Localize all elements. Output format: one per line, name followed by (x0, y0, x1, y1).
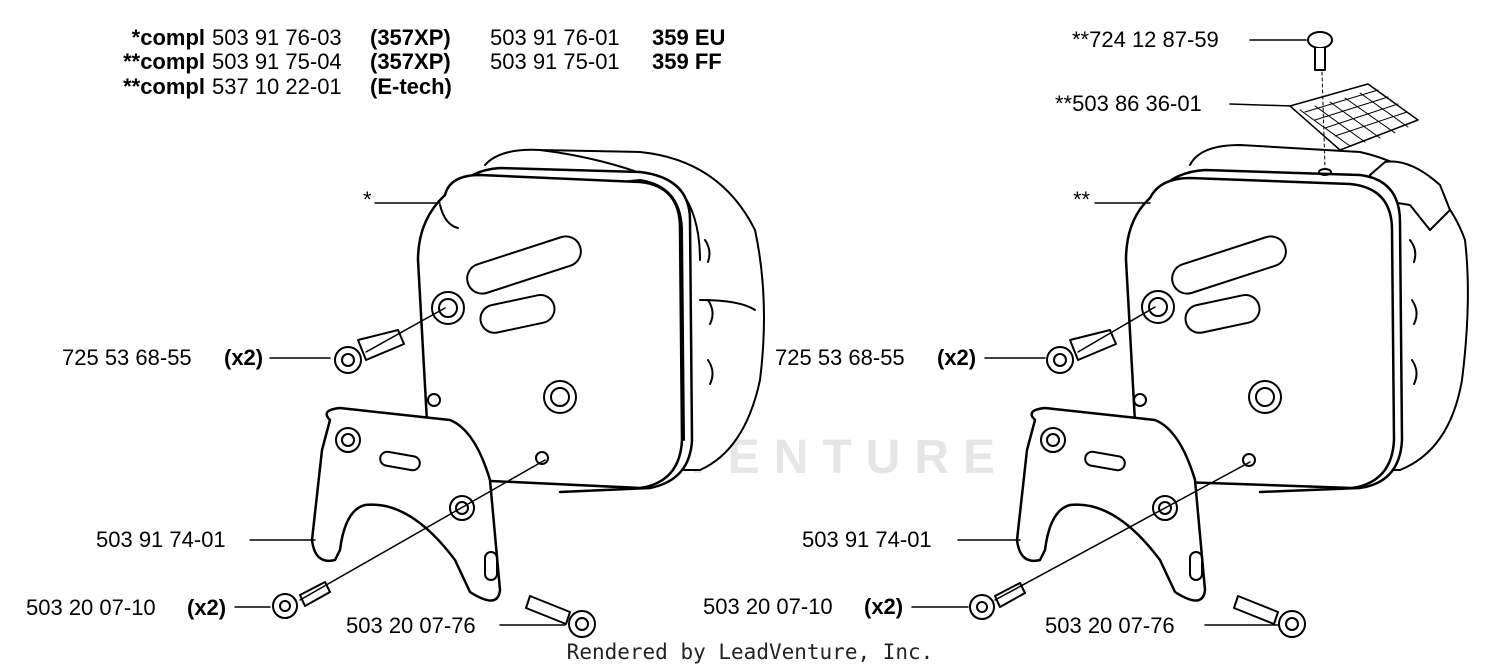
right-screw2-part: 503 20 07-76 (1045, 613, 1175, 638)
right-top-screw-part: **724 12 87-59 (1072, 27, 1219, 52)
left-screw-part: 503 20 07-10 (26, 595, 156, 620)
screw-left-bottom-2 (525, 595, 596, 638)
right-bolt-qty: (x2) (937, 345, 977, 370)
header-row-2-alt-model: 359 FF (652, 49, 722, 74)
left-bracket-part: 503 91 74-01 (96, 527, 226, 552)
right-screen-part: **503 86 36-01 (1055, 91, 1202, 116)
header-row-1-alt-part: 503 91 76-01 (490, 25, 620, 50)
bracket-right (1015, 406, 1207, 602)
header-row-3-part: 537 10 22-01 (212, 74, 342, 99)
header-row-2-alt-part: 503 91 75-01 (490, 49, 620, 74)
header-row-2-tag: **compl (123, 49, 205, 74)
left-screw-qty: (x2) (187, 595, 227, 620)
header-row-1-part: 503 91 76-03 (212, 25, 342, 50)
header-row-2-model: (357XP) (370, 49, 451, 74)
screw-right-top (1307, 31, 1333, 169)
right-muffler-marker: ** (1073, 187, 1091, 212)
header-row-3-tag: **compl (123, 74, 205, 99)
right-bracket-part: 503 91 74-01 (802, 527, 932, 552)
header-row-1-model: (357XP) (370, 25, 451, 50)
bracket-left (310, 406, 502, 602)
header-row-1-alt-model: 359 EU (652, 25, 726, 50)
screen-right (1289, 83, 1419, 151)
left-bolt-part: 725 53 68-55 (62, 345, 192, 370)
right-screw-part: 503 20 07-10 (703, 594, 833, 619)
left-screw2-part: 503 20 07-76 (346, 613, 476, 638)
screw-right-bottom-2 (1233, 595, 1306, 638)
screw-right-bottom-1 (969, 582, 1026, 620)
bolt-left-top (334, 329, 405, 374)
left-muffler-marker: * (363, 187, 372, 212)
header-row-2-part: 503 91 75-04 (212, 49, 342, 74)
header-row-3-model: (E-tech) (370, 74, 452, 99)
right-screw-qty: (x2) (864, 594, 904, 619)
right-bolt-part: 725 53 68-55 (775, 345, 905, 370)
muffler-right (1124, 144, 1469, 494)
footer-credit: Rendered by LeadVenture, Inc. (566, 640, 934, 664)
muffler-left (416, 148, 765, 494)
header-row-1-tag: *compl (131, 25, 205, 50)
bolt-right-top (1046, 329, 1117, 374)
left-bolt-qty: (x2) (224, 345, 264, 370)
